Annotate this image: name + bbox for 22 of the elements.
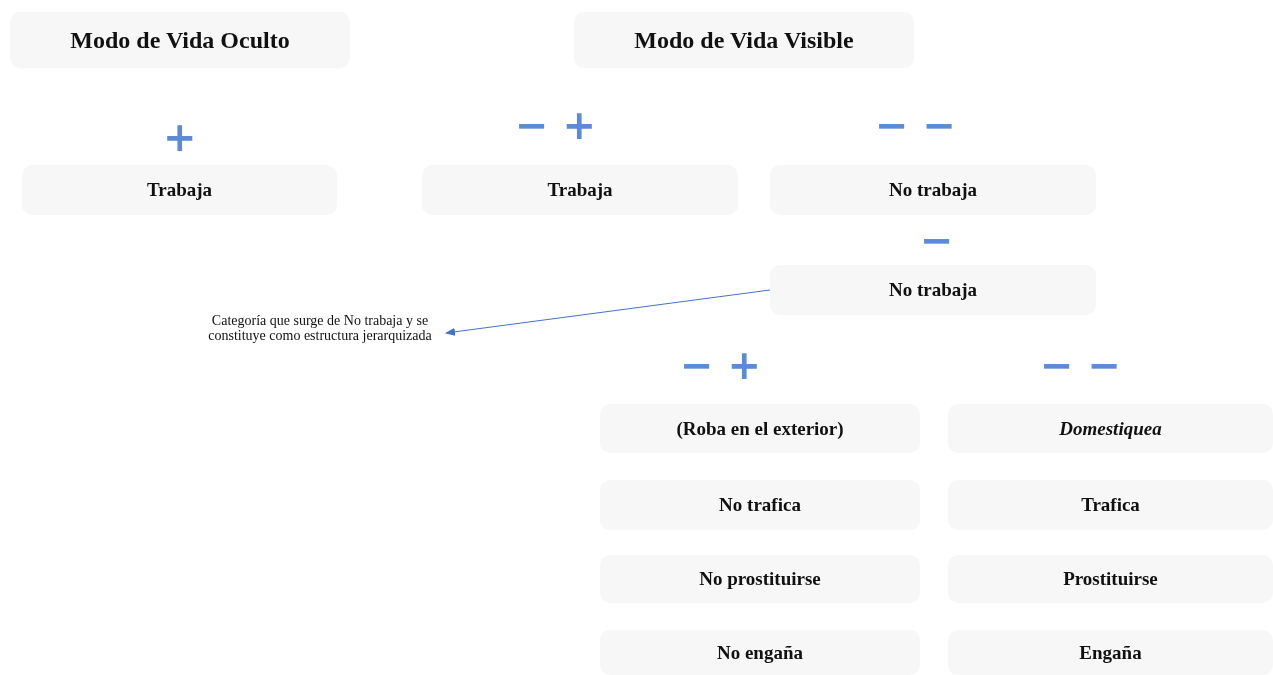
arrow	[445, 289, 771, 336]
heading-box: Modo de Vida Oculto	[10, 12, 350, 68]
category-box: Prostituirse	[948, 555, 1273, 603]
category-box: No trafica	[600, 480, 920, 530]
sign-symbol: −	[920, 220, 954, 260]
category-box: Engaña	[948, 630, 1273, 675]
category-box: (Roba en el exterior)	[600, 404, 920, 453]
category-box: Trabaja	[22, 165, 337, 215]
category-box: Domestiquea	[948, 404, 1273, 453]
category-box: Trafica	[948, 480, 1273, 530]
sign-symbol: − −	[1040, 345, 1121, 385]
category-box: No trabaja	[770, 165, 1096, 215]
sign-symbol: +	[163, 117, 197, 157]
category-box: No engaña	[600, 630, 920, 675]
category-box: No trabaja	[770, 265, 1096, 315]
annotation-text: Categoría que surge de No trabaja y se constituye como estructura jerarquizada	[200, 300, 440, 356]
sign-symbol: − +	[680, 345, 761, 385]
category-box: No prostituirse	[600, 555, 920, 603]
category-box: Trabaja	[422, 165, 738, 215]
sign-symbol: − +	[515, 105, 596, 145]
heading-box: Modo de Vida Visible	[574, 12, 914, 68]
sign-symbol: − −	[875, 105, 956, 145]
